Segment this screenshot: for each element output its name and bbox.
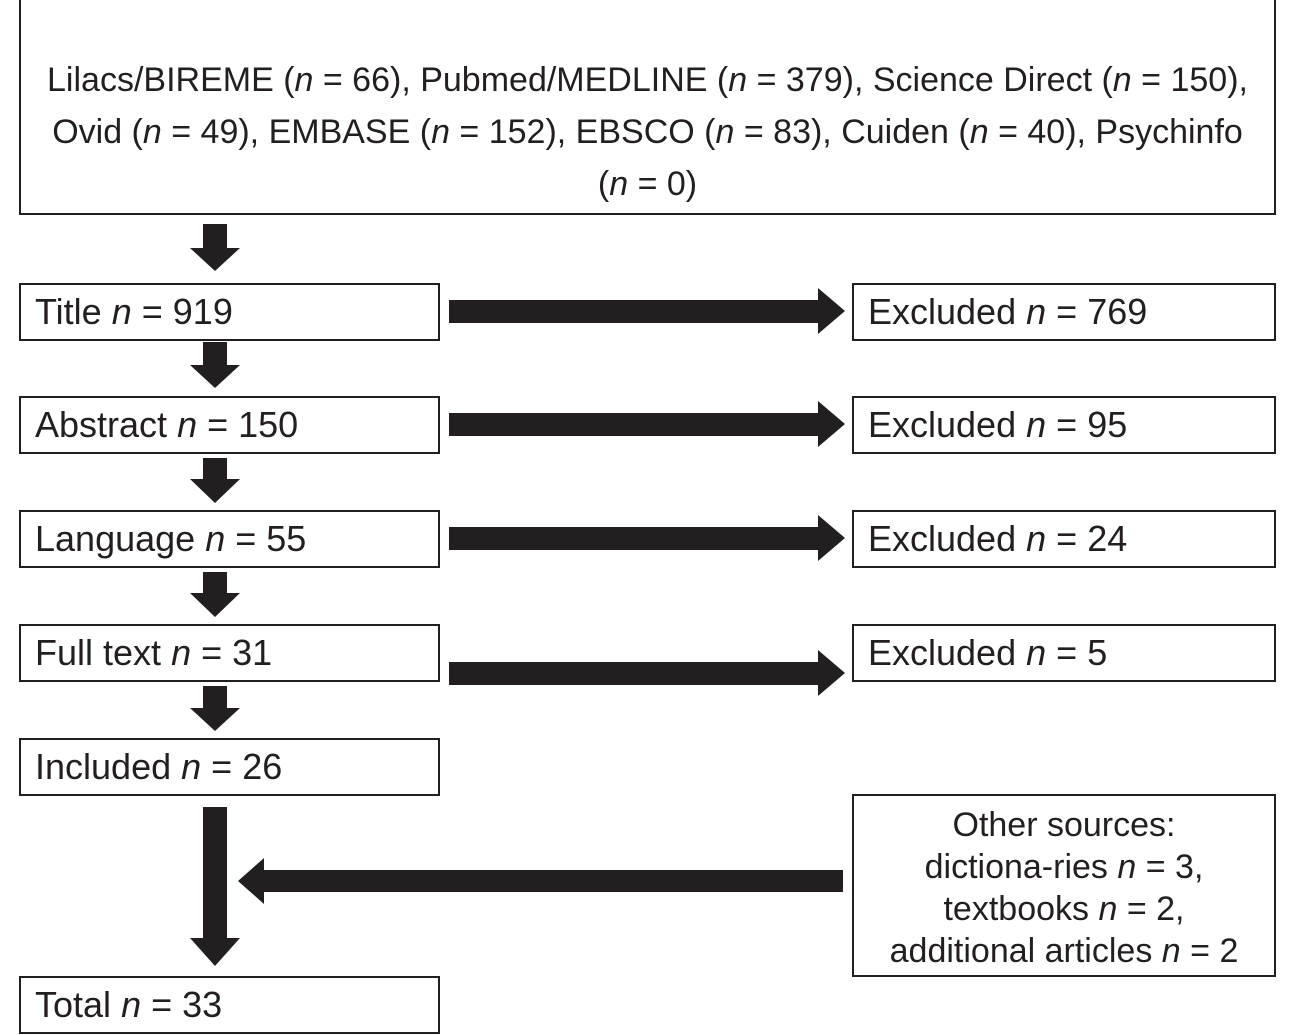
other-sources-text: Other sources: dictiona-ries n = 3, text… — [889, 806, 1239, 970]
down-arrow-fulltext-to-included — [190, 686, 240, 731]
stage-fulltext-value: = 31 — [201, 632, 273, 673]
down-arrow-title-to-abstract — [190, 342, 240, 388]
sources-text: Lilacs/BIREME (n = 66), Pubmed/MEDLINE (… — [47, 61, 1248, 203]
right-arrow-fulltext-excluded — [449, 650, 845, 696]
stage-language-box: Language n = 55 — [19, 510, 440, 568]
stage-total-n: n — [121, 984, 142, 1025]
other-sources-box: Other sources: dictiona-ries n = 3, text… — [852, 794, 1276, 977]
excluded-title-value: = 769 — [1056, 291, 1148, 332]
excluded-language-value: = 24 — [1056, 518, 1128, 559]
stage-total-label: Total — [35, 984, 112, 1025]
stage-included-box: Included n = 26 — [19, 738, 440, 796]
excluded-abstract-label: Excluded — [868, 404, 1017, 445]
excluded-abstract-value: = 95 — [1056, 404, 1128, 445]
stage-abstract-value: = 150 — [207, 404, 299, 445]
stage-included-n: n — [181, 746, 202, 787]
sources-box: Lilacs/BIREME (n = 66), Pubmed/MEDLINE (… — [19, 0, 1276, 215]
stage-abstract-box: Abstract n = 150 — [19, 396, 440, 454]
right-arrow-language-excluded — [449, 515, 845, 561]
stage-title-box: Title n = 919 — [19, 283, 440, 341]
stage-included-label: Included — [35, 746, 172, 787]
stage-total-value: = 33 — [151, 984, 223, 1025]
stage-language-value: = 55 — [235, 518, 307, 559]
stage-fulltext-n: n — [171, 632, 192, 673]
right-arrow-title-excluded — [449, 288, 845, 334]
excluded-fulltext-box: Excluded n = 5 — [852, 624, 1276, 682]
stage-abstract-n: n — [177, 404, 198, 445]
stage-title-n: n — [111, 291, 132, 332]
excluded-language-box: Excluded n = 24 — [852, 510, 1276, 568]
excluded-fulltext-value: = 5 — [1056, 632, 1108, 673]
excluded-language-label: Excluded — [868, 518, 1017, 559]
excluded-abstract-n: n — [1026, 404, 1047, 445]
stage-fulltext-box: Full text n = 31 — [19, 624, 440, 682]
down-arrow-included-to-total — [190, 807, 240, 966]
excluded-title-label: Excluded — [868, 291, 1017, 332]
left-arrow-other-sources — [238, 858, 843, 904]
excluded-fulltext-n: n — [1026, 632, 1047, 673]
stage-included-value: = 26 — [211, 746, 283, 787]
stage-language-n: n — [205, 518, 226, 559]
down-arrow-abstract-to-language — [190, 458, 240, 503]
stage-fulltext-label: Full text — [35, 632, 162, 673]
down-arrow-sources-to-title — [190, 224, 240, 271]
stage-total-box: Total n = 33 — [19, 976, 440, 1034]
stage-language-label: Language — [35, 518, 196, 559]
excluded-fulltext-label: Excluded — [868, 632, 1017, 673]
down-arrow-language-to-fulltext — [190, 572, 240, 617]
excluded-title-box: Excluded n = 769 — [852, 283, 1276, 341]
excluded-title-n: n — [1026, 291, 1047, 332]
stage-title-value: = 919 — [141, 291, 233, 332]
stage-title-label: Title — [35, 291, 102, 332]
stage-abstract-label: Abstract — [35, 404, 168, 445]
right-arrow-abstract-excluded — [449, 401, 845, 447]
excluded-language-n: n — [1026, 518, 1047, 559]
excluded-abstract-box: Excluded n = 95 — [852, 396, 1276, 454]
